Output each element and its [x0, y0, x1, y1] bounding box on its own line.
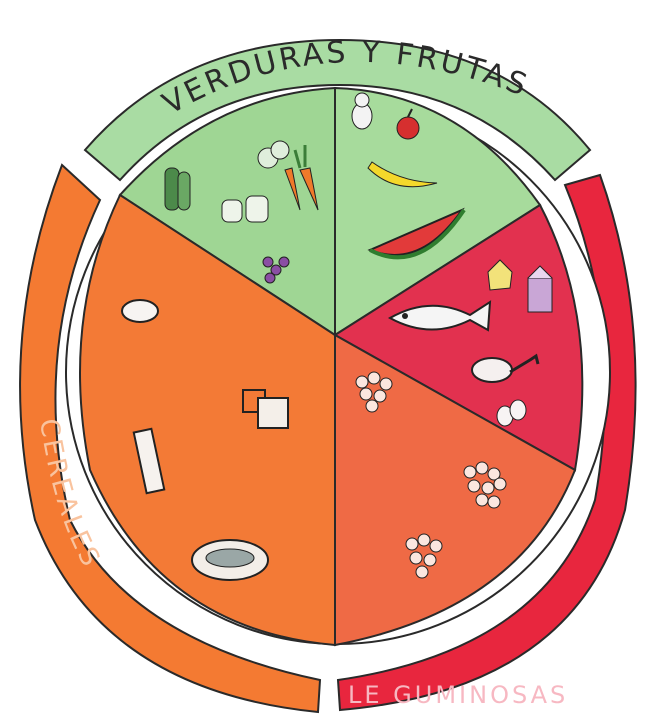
label-leguminosas: LE GUMINOSAS: [348, 681, 568, 709]
bowl-icon: [192, 540, 268, 580]
bread-icon: [122, 300, 158, 322]
pear-icon: [352, 93, 372, 129]
cucumber-icon: [165, 168, 190, 210]
